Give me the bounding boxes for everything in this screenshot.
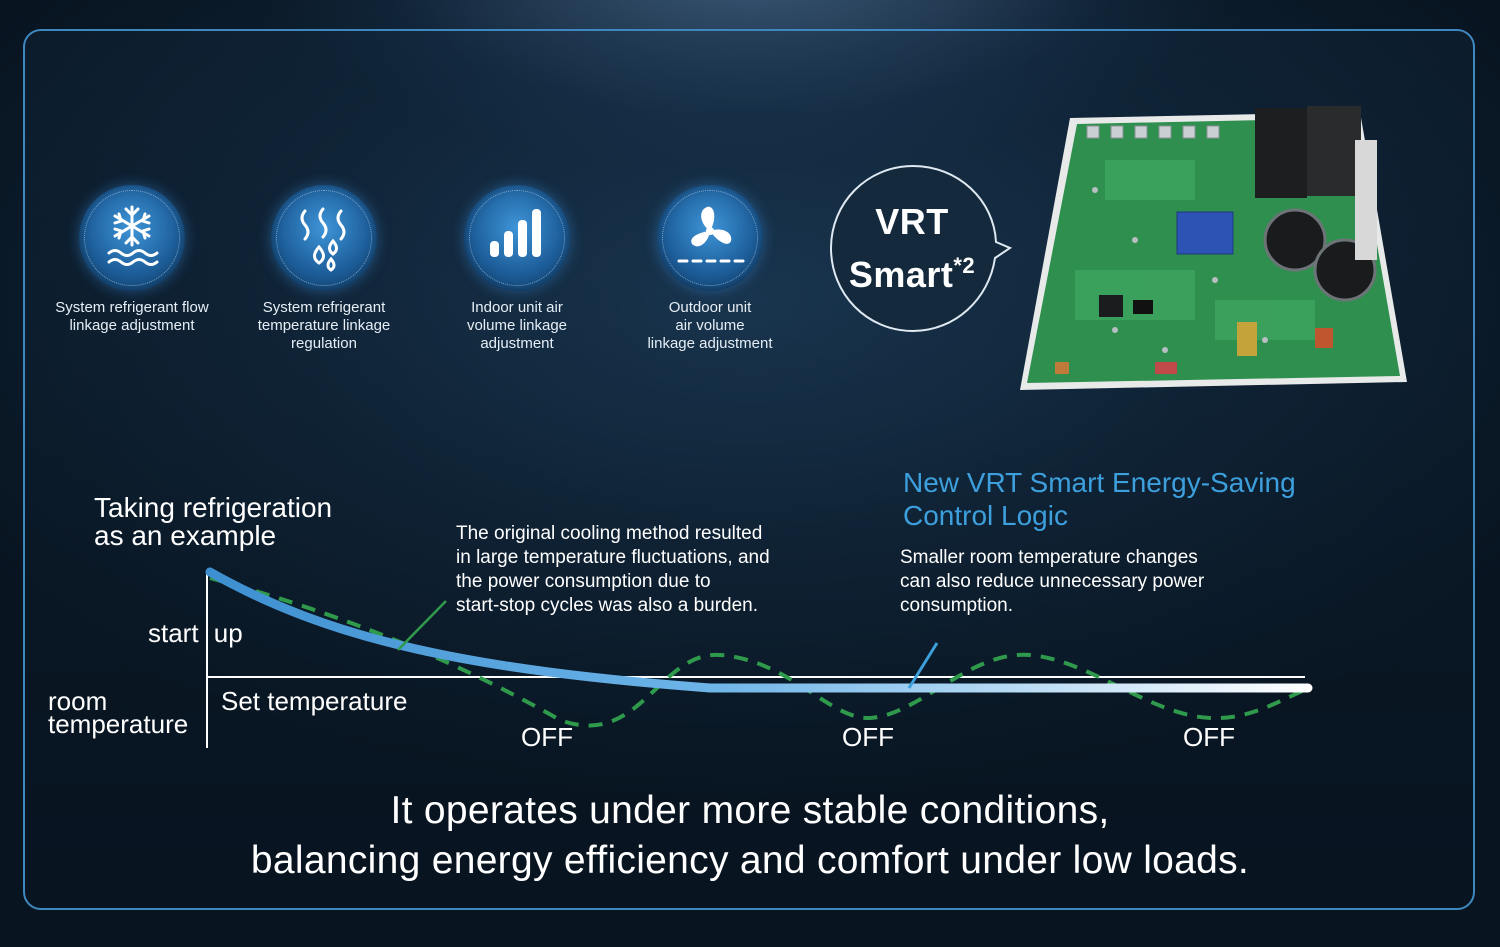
y-axis-label-line: temperature (48, 709, 189, 739)
feature-refrigerant-flow: System refrigerant flow linkage adjustme… (27, 185, 237, 335)
original-cooling-curve (209, 576, 1306, 728)
feature-label-line: regulation (291, 335, 357, 352)
note-line: Smaller room temperature changes (900, 547, 1198, 568)
y-axis-label: room temperature (48, 686, 189, 739)
off-label: OFF (521, 722, 573, 752)
feature-label-line: adjustment (480, 335, 554, 352)
feature-refrigerant-temperature: System refrigerant temperature linkage r… (219, 185, 429, 353)
vrt-smart-label: VRT Smart*2 (832, 200, 992, 297)
feature-label-line: temperature linkage (257, 317, 391, 334)
y-axis-label-line: room (48, 686, 108, 716)
feature-badge (271, 185, 377, 291)
footer-line: balancing energy efficiency and comfort … (250, 839, 1250, 882)
smart-logic-title: New VRT Smart Energy-Saving Control Logi… (903, 466, 1296, 532)
feature-badge (79, 185, 185, 291)
feature-label-line: System refrigerant (262, 299, 386, 316)
feature-label-line: linkage adjustment (647, 335, 773, 352)
note-line: in large temperature fluctuations, and (456, 547, 770, 568)
feature-label: System refrigerant temperature linkage r… (219, 299, 429, 353)
feature-label: Indoor unit air volume linkage adjustmen… (412, 299, 622, 353)
diagram-title: Taking refrigeration as an example (94, 494, 332, 550)
feature-badge (657, 185, 763, 291)
feature-outdoor-air-volume: Outdoor unit air volume linkage adjustme… (605, 185, 815, 353)
footer-statement: It operates under more stable conditions… (0, 786, 1500, 886)
note-line: start-stop cycles was also a burden. (456, 595, 759, 616)
vrt-label-word: Smart (848, 254, 954, 295)
footer-line: It operates under more stable conditions… (390, 789, 1110, 832)
note-line: can also reduce unnecessary power (900, 571, 1205, 592)
original-note-pointer (397, 600, 447, 651)
set-temperature-label: Set temperature (221, 686, 408, 716)
off-label: OFF (1183, 722, 1235, 752)
feature-label-line: System refrigerant flow (55, 299, 209, 316)
feature-label-line: Indoor unit air (471, 299, 563, 316)
original-method-note: The original cooling method resulted in … (456, 522, 770, 618)
feature-label-line: air volume (675, 317, 745, 334)
vrt-label-line1: VRT (875, 201, 949, 242)
smart-note-pointer (907, 642, 939, 689)
vrt-label-superscript: *2 (953, 253, 976, 278)
feature-label: System refrigerant flow linkage adjustme… (27, 299, 237, 335)
smart-logic-note: Smaller room temperature changes can als… (900, 546, 1204, 618)
feature-label: Outdoor unit air volume linkage adjustme… (605, 299, 815, 353)
feature-label-line: linkage adjustment (69, 317, 195, 334)
diagram-title-line: as an example (94, 520, 277, 551)
feature-indoor-air-volume: Indoor unit air volume linkage adjustmen… (412, 185, 622, 353)
smart-title-line: New VRT Smart Energy-Saving (903, 467, 1296, 498)
feature-label-line: Outdoor unit (668, 299, 752, 316)
vrt-smart-curve (205, 567, 1313, 693)
note-line: The original cooling method resulted (456, 523, 763, 544)
off-label: OFF (842, 722, 894, 752)
diagram-title-line: Taking refrigeration (94, 492, 333, 523)
control-board-image (1020, 106, 1407, 390)
note-line: consumption. (900, 595, 1014, 616)
vrt-label-line2: Smart*2 (832, 244, 992, 297)
feature-badge (464, 185, 570, 291)
feature-label-line: volume linkage (466, 317, 568, 334)
smart-title-line: Control Logic (903, 500, 1068, 531)
vrt-smart-bubble (830, 165, 1013, 333)
note-line: the power consumption due to (456, 571, 711, 592)
startup-label: start up (148, 618, 243, 648)
